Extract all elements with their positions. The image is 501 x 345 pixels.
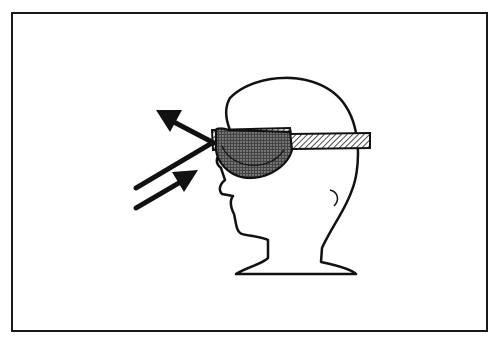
- reflected-light-arrow-icon: [156, 110, 214, 143]
- incoming-light-arrow-icon: [136, 143, 212, 208]
